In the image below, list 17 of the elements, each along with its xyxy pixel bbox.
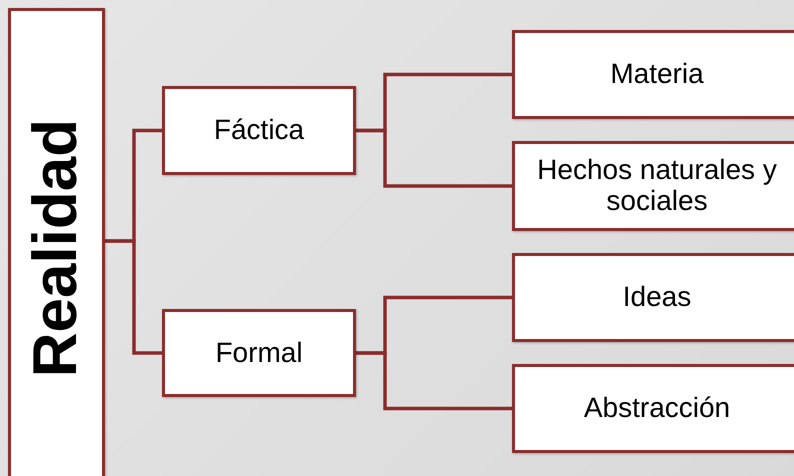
connector-line — [356, 351, 512, 410]
box-label: Hechos naturales y sociales — [536, 155, 778, 217]
category-box — [512, 364, 794, 453]
connector-line — [105, 239, 162, 355]
box-label: Fáctica — [212, 115, 306, 146]
title-box — [8, 8, 105, 476]
connector-line — [356, 128, 512, 188]
category-box — [512, 253, 794, 342]
box-label: Ideas — [622, 282, 692, 313]
category-box — [512, 141, 794, 231]
vertical-title: Realidad — [22, 118, 91, 378]
category-box — [512, 30, 794, 119]
box-label: Abstracción — [582, 393, 732, 424]
category-box — [162, 309, 356, 397]
box-label: Formal — [214, 338, 304, 368]
box-label: Materia — [609, 59, 705, 90]
category-box — [162, 86, 356, 175]
